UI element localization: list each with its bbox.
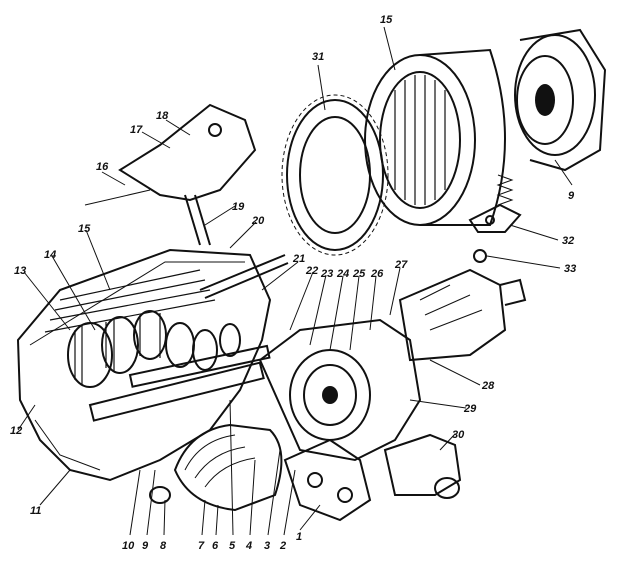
toothed-ring: [281, 94, 389, 256]
callout-19: 19: [232, 201, 245, 213]
callout-3: 3: [264, 540, 270, 552]
output-flange: [383, 433, 462, 499]
callout-33: 33: [564, 263, 576, 275]
callout-10: 10: [122, 540, 135, 552]
drive-boot-right: [398, 268, 527, 362]
callout-1: 1: [296, 531, 302, 543]
callout-16: 16: [96, 161, 109, 173]
callout-22: 22: [305, 265, 318, 277]
shift-mechanism: [84, 103, 257, 246]
callout-11: 11: [30, 505, 41, 517]
steel-ball: [473, 249, 487, 263]
callout-27: 27: [394, 259, 408, 271]
callout-23: 23: [320, 268, 333, 280]
clutch-drum: [364, 48, 506, 226]
leader-lines: [17, 26, 573, 536]
callout-8: 8: [160, 540, 167, 552]
callout-15-top: 15: [380, 14, 393, 26]
callout-18: 18: [156, 110, 169, 122]
callout-9-bottom: 9: [142, 540, 149, 552]
callout-25-a: 25: [352, 268, 366, 280]
callout-30: 30: [452, 429, 465, 441]
callout-12: 12: [10, 425, 22, 437]
gear-cluster: [67, 310, 241, 388]
callout-9-hub: 9: [568, 190, 575, 202]
callout-labels: 31 15 9 32 33 16 17 18 19 20 15 14 13 21…: [10, 14, 576, 552]
callout-6: 6: [212, 540, 219, 552]
differential-housing: [258, 318, 422, 462]
callout-2: 2: [279, 540, 286, 552]
gearbox-shafts: [88, 254, 289, 422]
callout-28: 28: [481, 380, 495, 392]
callout-21: 21: [292, 253, 305, 265]
callout-14: 14: [44, 249, 56, 261]
callout-5: 5: [229, 540, 236, 552]
callout-24: 24: [336, 268, 349, 280]
callout-20: 20: [251, 215, 265, 227]
callout-29: 29: [463, 403, 477, 415]
differential-cover: [283, 438, 372, 522]
callout-17: 17: [130, 124, 143, 136]
callout-13: 13: [14, 265, 26, 277]
callout-31: 31: [312, 51, 324, 63]
callout-4: 4: [245, 540, 252, 552]
detent-spring-block: [468, 174, 522, 233]
gearbox-housing: [16, 248, 272, 482]
callout-32: 32: [562, 235, 574, 247]
callout-26: 26: [370, 268, 384, 280]
callout-7: 7: [198, 540, 205, 552]
callout-15-left: 15: [78, 223, 91, 235]
drive-boot-left: [149, 423, 283, 512]
gear-hub: [514, 28, 607, 172]
